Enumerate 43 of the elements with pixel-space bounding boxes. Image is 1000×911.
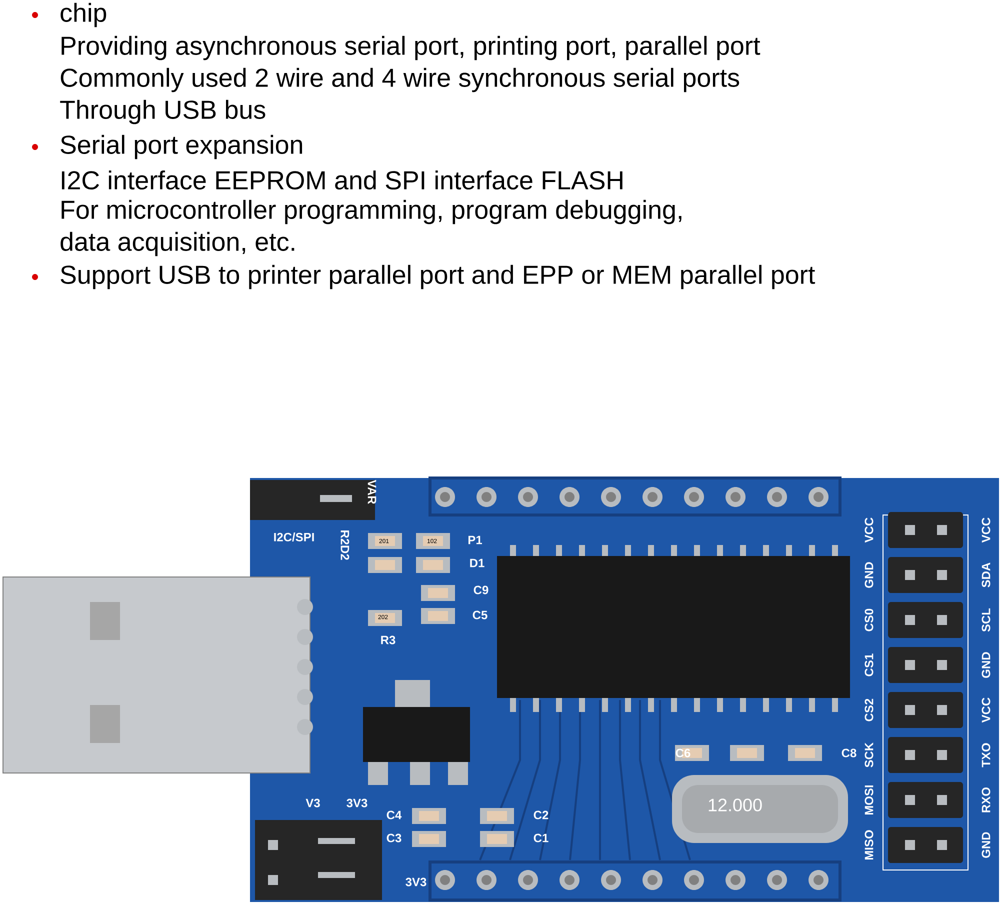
silkscreen-label: SCL xyxy=(982,608,990,632)
silkscreen-label: 3V3 xyxy=(406,878,426,886)
description-text: Commonly used 2 wire and 4 wire synchronous serial ports xyxy=(60,68,740,92)
silkscreen-label: GND xyxy=(982,652,990,678)
silkscreen-label: 3V3 xyxy=(346,798,368,808)
silkscreen-label: R2D2 xyxy=(340,530,350,560)
silkscreen-label: VCC xyxy=(864,518,874,543)
silkscreen-label: V3 xyxy=(306,798,320,808)
silkscreen-label: VAR xyxy=(368,480,376,504)
silkscreen-label: CS0 xyxy=(864,608,874,632)
silkscreen-label: CS2 xyxy=(864,698,874,722)
silkscreen-label: C4 xyxy=(386,810,402,820)
silkscreen-label: GND xyxy=(982,832,990,858)
silkscreen-label: MISO xyxy=(864,830,874,860)
description-text: Through USB bus xyxy=(60,100,266,124)
description-text: Providing asynchronous serial port, printing port, parallel port xyxy=(62,36,760,60)
silkscreen-label: TXO xyxy=(982,743,990,768)
silkscreen-label: RXO xyxy=(982,788,990,812)
silkscreen-label: C6 xyxy=(676,748,690,758)
bullet-text: Support USB to printer parallel port and EPP or MEM parallel port xyxy=(60,264,816,290)
silkscreen-label: SCK xyxy=(864,742,874,768)
silkscreen-label: SDA xyxy=(982,562,990,588)
silkscreen-label: C1 xyxy=(534,834,548,842)
description-text: I2C interface EEPROM and SPI interface FLASH xyxy=(62,170,622,190)
crystal-marking: 12.000 xyxy=(708,798,762,812)
silkscreen-label: C2 xyxy=(534,810,548,820)
silkscreen-label: I2C/SPI xyxy=(274,532,314,542)
silkscreen-label: P1 xyxy=(468,536,482,544)
silkscreen-label: GND xyxy=(864,562,874,588)
silkscreen-label: C5 xyxy=(472,610,488,620)
silkscreen-label: VCC xyxy=(982,518,990,543)
description-text: For microcontroller programming, program debugging, xyxy=(62,200,682,224)
silkscreen-label: C8 xyxy=(842,748,856,758)
silkscreen-label: CS1 xyxy=(864,654,874,676)
silkscreen-label: VCC xyxy=(982,698,990,723)
silkscreen-label: C3 xyxy=(386,834,402,842)
silkscreen-label: C9 xyxy=(474,586,488,594)
silkscreen-label: R3 xyxy=(381,636,396,644)
silkscreen-label: D1 xyxy=(470,558,484,568)
bullet-text: Serial port expansion xyxy=(60,134,302,160)
description-text: data acquisition, etc. xyxy=(60,232,294,256)
bullet-text: chip xyxy=(60,2,106,28)
silkscreen-label: MOSI xyxy=(864,785,874,815)
